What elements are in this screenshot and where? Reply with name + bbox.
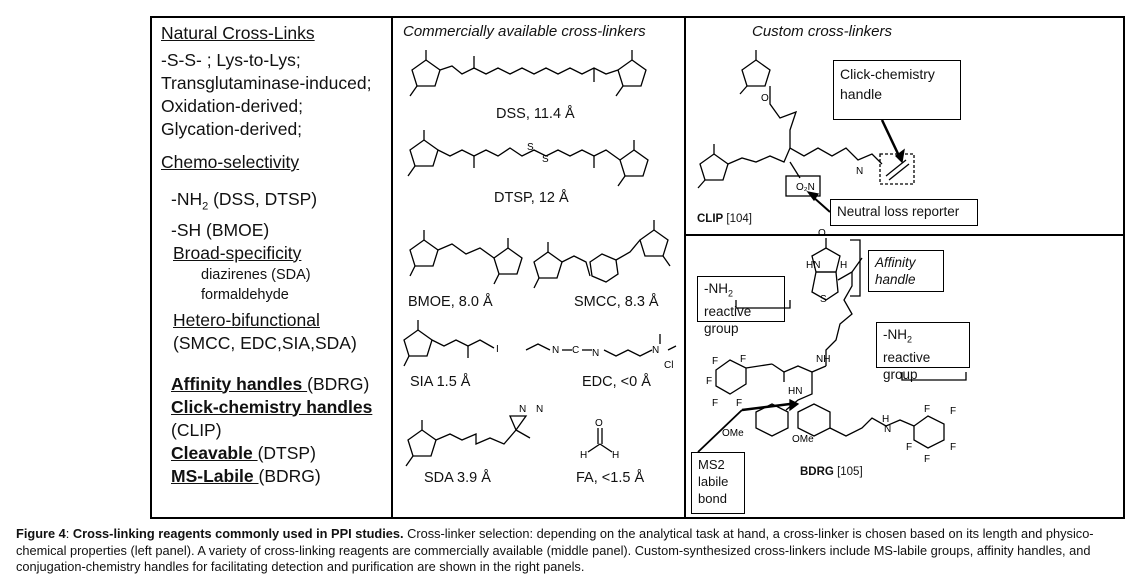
svg-text:NH: NH [816,354,830,365]
svg-text:S: S [527,142,534,153]
affinity-handles-line: Affinity handles (BDRG) [171,373,370,394]
svg-text:OMe: OMe [792,434,814,445]
natural-item: -S-S- ; Lys-to-Lys; [161,50,301,70]
label-dss: DSS, 11.4 Å [496,106,575,122]
broad-item: formaldehyde [201,286,289,303]
neutral-loss-reporter-box: Neutral loss reporter [830,199,978,226]
ms-labile-line: MS-Labile (BDRG) [171,465,321,486]
svg-text:O: O [818,228,826,239]
broad-item: diazirenes (SDA) [201,266,311,283]
svg-text:N: N [536,404,543,415]
svg-text:F: F [712,356,718,367]
label-dtsp: DTSP, 12 Å [494,190,569,206]
middle-panel-header: Commercially available cross-linkers [403,23,646,40]
svg-text:F: F [924,404,930,415]
natural-item: Oxidation-derived; [161,96,304,116]
natural-crosslinks-title: Natural Cross-Links [161,23,315,43]
natural-item: Transglutaminase-induced; [161,73,372,93]
hetero-items: (SMCC, EDC,SIA,SDA) [173,332,357,353]
broad-specificity-title: Broad-specificity [173,242,302,263]
nh2-reactive-group-box-right: -NH2 reactive group [876,322,970,382]
svg-text:O₂N: O₂N [796,182,815,193]
svg-text:I: I [496,344,499,355]
svg-text:N: N [519,404,526,415]
svg-text:F: F [950,406,956,417]
svg-text:F: F [950,442,956,453]
svg-text:HN: HN [806,260,820,271]
svg-text:S: S [542,154,549,165]
figure-caption: Figure 4: Cross-linking reagents commonl… [16,526,1094,574]
svg-text:N: N [552,345,559,356]
svg-text:F: F [906,442,912,453]
svg-text:H: H [840,260,847,271]
label-sia: SIA 1.5 Å [410,374,471,390]
svg-text:N: N [592,348,599,359]
edc-structure [525,334,677,357]
cleavable-line: Cleavable (DTSP) [171,442,316,463]
click-chemistry-line: Click-chemistry handles [171,396,373,417]
affinity-handle-box: Affinity handle [868,250,944,292]
svg-text:O: O [595,418,603,429]
label-edc: EDC, <0 Å [582,374,651,390]
hetero-bifunctional-title: Hetero-bifunctional [173,309,320,330]
svg-text:H: H [882,414,889,425]
clip-label: CLIP [104] [697,213,752,225]
fa-structure [587,428,613,453]
divider-left-middle [391,16,393,519]
nh2-reactive-group-box-left: -NH2 reactive group [697,276,785,336]
sia-structure [403,320,495,367]
right-panel-header: Custom cross-linkers [752,23,893,40]
svg-text:N: N [884,424,891,435]
bdrg-structure [697,238,967,453]
label-smcc: SMCC, 8.3 Å [574,294,659,310]
sh-item: -SH (BMOE) [171,219,270,240]
bdrg-label: BDRG [105] [800,466,863,478]
nh2-item: -NH2 (DSS, DTSP) [171,189,318,213]
ms2-labile-bond-box: MS2 labile bond [691,452,745,514]
svg-text:S: S [820,294,827,305]
divider-middle-right [684,16,686,519]
svg-text:F: F [924,454,930,465]
svg-text:C: C [572,345,579,356]
svg-text:Cl: Cl [664,360,673,371]
smcc-structure [533,220,671,289]
click-chemistry-handle-box: Click-chemistry handle [833,60,961,120]
divider-right-horizontal [684,234,1125,236]
bmoe-structure [409,230,523,285]
svg-text:OMe: OMe [722,428,744,439]
svg-text:H: H [612,450,619,461]
click-chemistry-ref: (CLIP) [171,419,222,440]
svg-text:F: F [712,398,718,409]
clip-structure [697,50,915,213]
dss-structure [409,50,647,97]
label-fa: FA, <1.5 Å [576,470,645,486]
svg-text:N: N [856,166,863,177]
svg-text:F: F [736,398,742,409]
dtsp-structure [407,130,649,187]
natural-item: Glycation-derived; [161,119,303,139]
label-sda: SDA 3.9 Å [424,470,491,486]
left-panel: Natural Cross-Links -S-S- ; Lys-to-Lys; … [161,22,389,488]
svg-text:O: O [761,93,769,104]
svg-text:F: F [740,354,746,365]
svg-text:H: H [580,450,587,461]
sda-structure [405,415,531,467]
svg-text:N: N [652,345,659,356]
svg-text:HN: HN [788,386,802,397]
chemo-selectivity-title: Chemo-selectivity [161,152,300,172]
label-bmoe: BMOE, 8.0 Å [408,294,493,310]
svg-text:F: F [706,376,712,387]
figure-frame [150,16,1125,519]
